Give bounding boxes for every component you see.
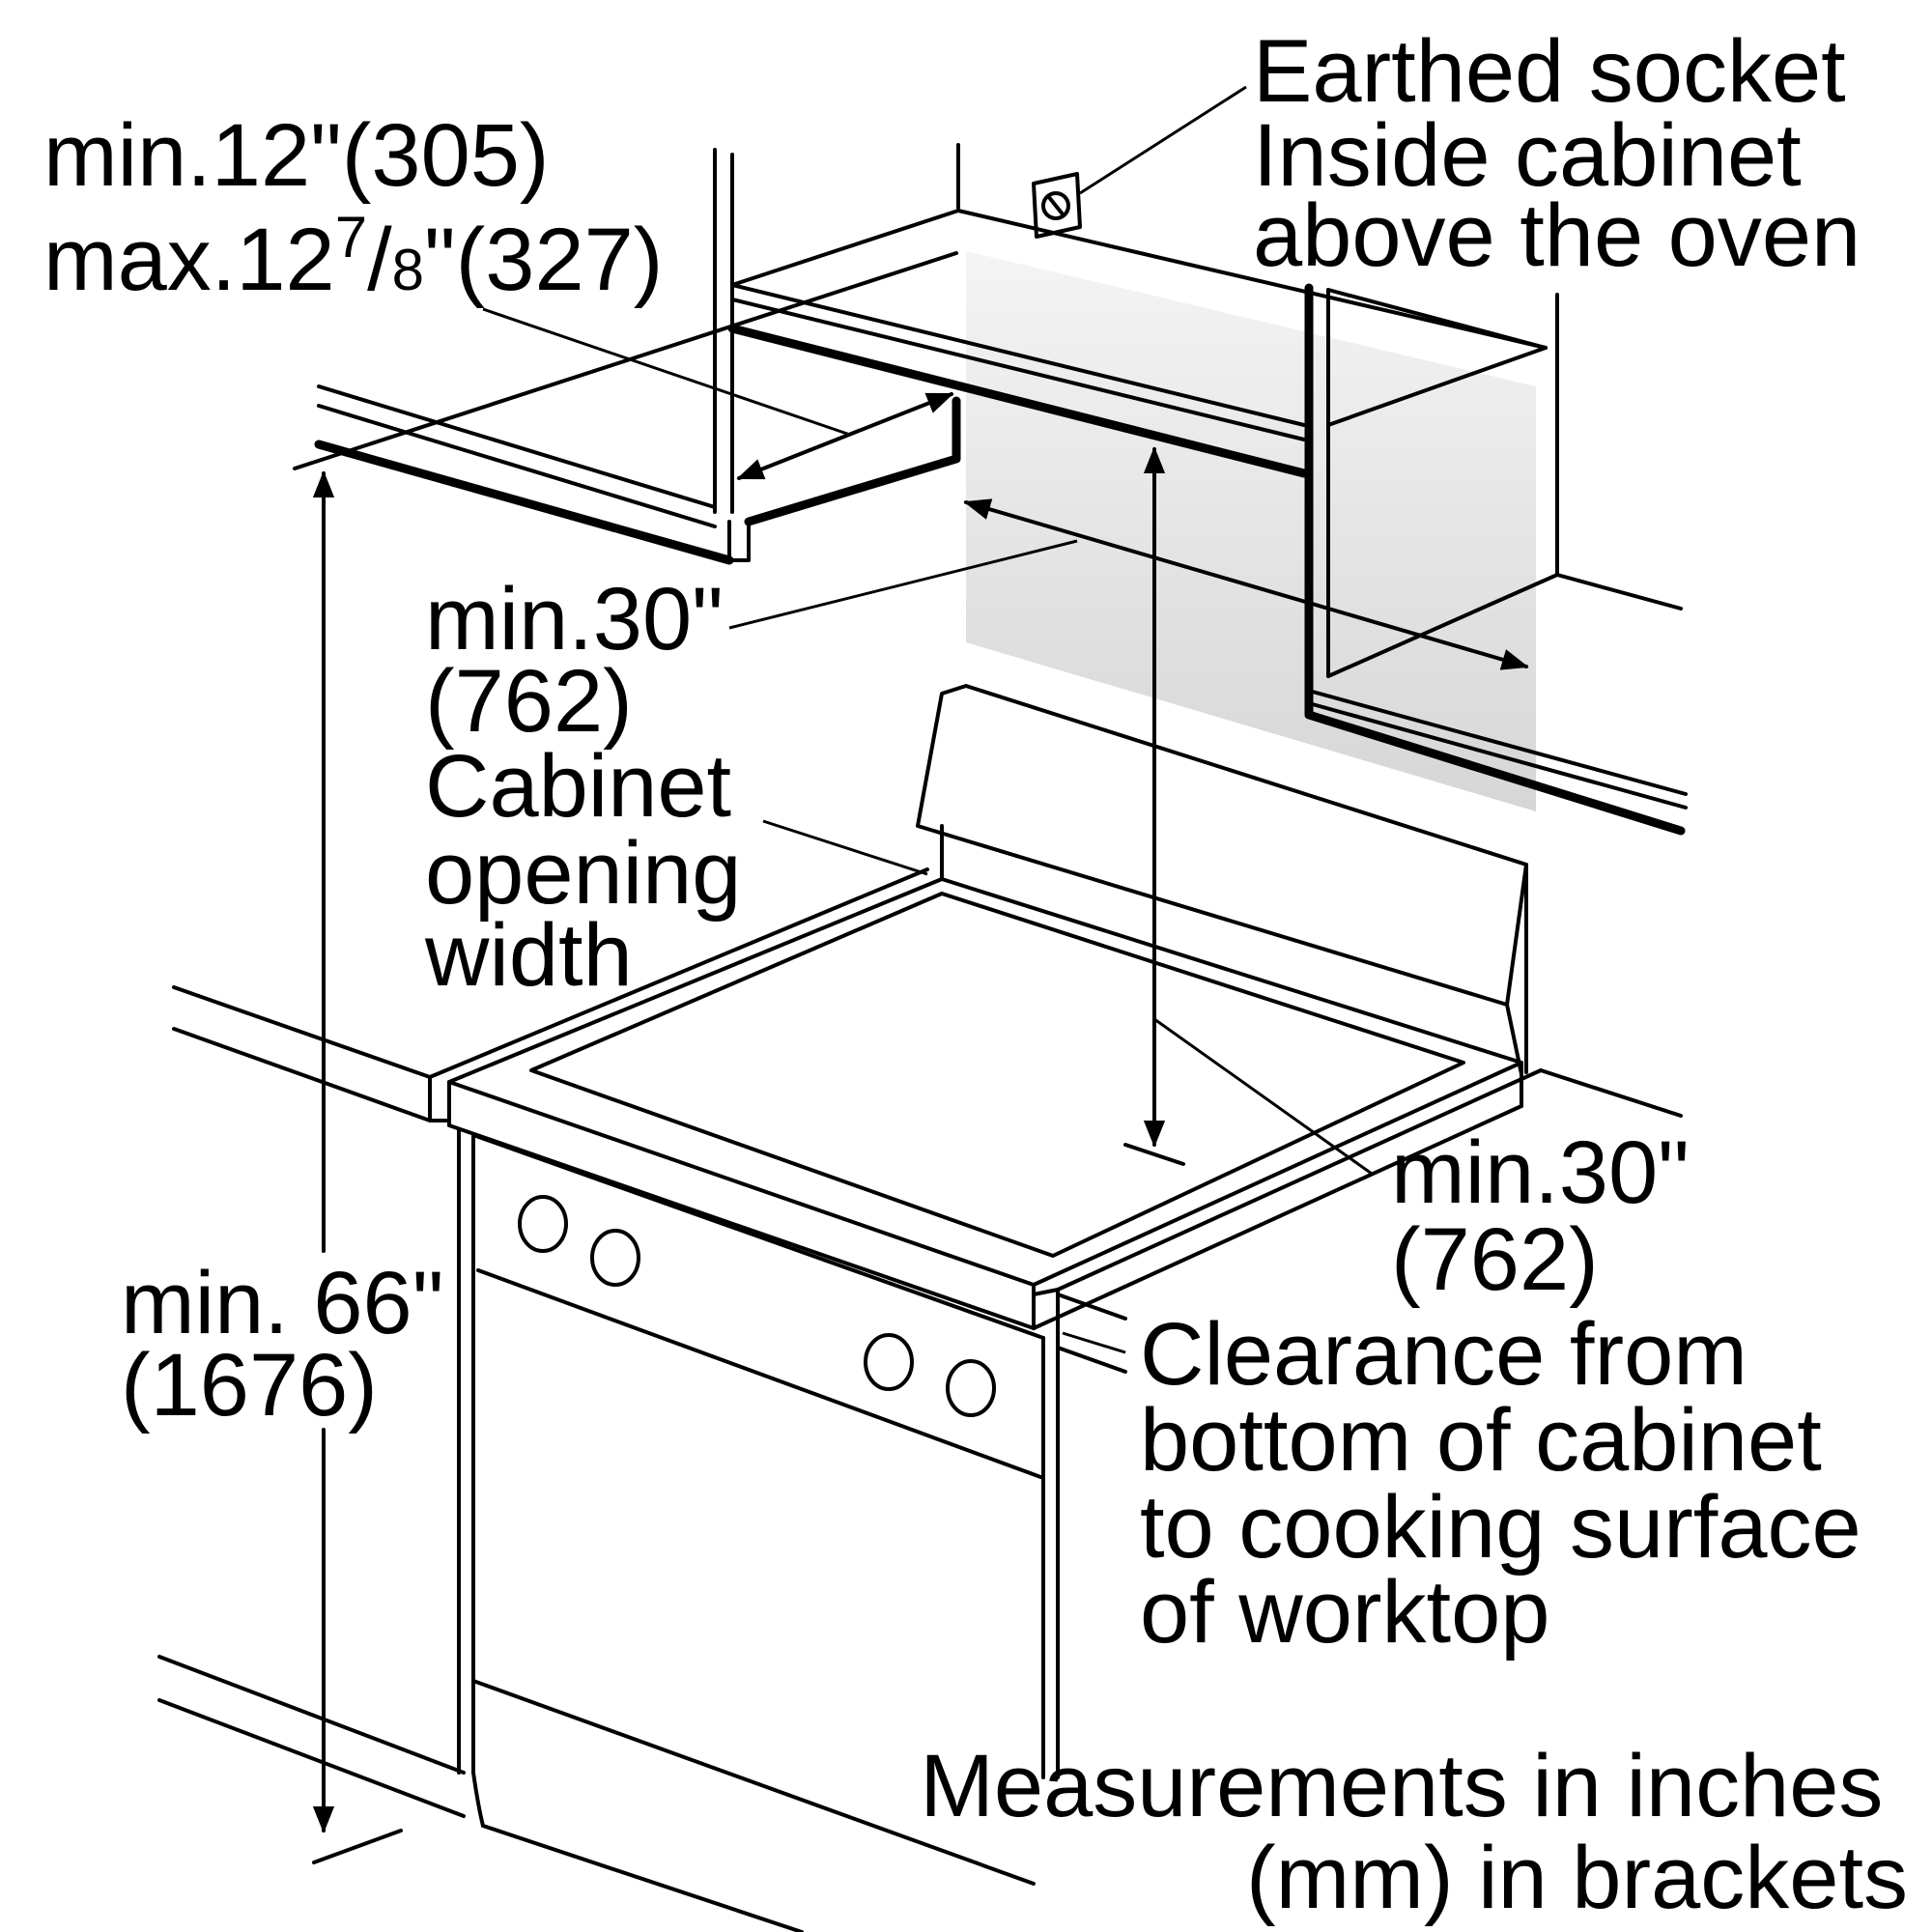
clearance-desc-line-2: bottom of cabinet bbox=[1140, 1391, 1822, 1490]
depth-max-suffix: "(327) bbox=[424, 211, 663, 309]
socket-leader-line bbox=[1079, 85, 1247, 195]
clearance-leader-line bbox=[1153, 1017, 1373, 1176]
depth-leader-line bbox=[482, 307, 851, 437]
opening-leader-line bbox=[762, 819, 928, 876]
depth-min-text: min.12"(305) bbox=[43, 106, 550, 205]
width-leader-line bbox=[728, 539, 1078, 630]
left-wall-cabinet bbox=[293, 251, 961, 565]
width-mm-text: (762) bbox=[425, 652, 633, 751]
earthed-socket-icon bbox=[1032, 172, 1082, 239]
depth-dimension-arrow bbox=[736, 392, 954, 480]
knob-3 bbox=[864, 1333, 914, 1391]
clearance-mm-text: (762) bbox=[1391, 1210, 1599, 1309]
clearance-value-label: min.30" (762) bbox=[1391, 1123, 1714, 1309]
units-note-line-2: (mm) in brackets bbox=[1246, 1829, 1908, 1927]
clearance-in-text: min.30" bbox=[1391, 1123, 1690, 1222]
height-label: min. 66" (1676) bbox=[121, 1254, 469, 1435]
socket-line-3: above the oven bbox=[1253, 186, 1861, 285]
units-note-line-1: Measurements in inches bbox=[920, 1737, 1883, 1835]
depth-max-sub: 8 bbox=[392, 238, 424, 302]
width-label: min.30" (762) bbox=[425, 570, 748, 751]
height-floor-mark bbox=[312, 1829, 403, 1864]
clearance-description: Clearance from bottom of cabinet to cook… bbox=[1140, 1305, 1886, 1662]
depth-max-prefix: max.12 bbox=[43, 211, 335, 309]
cabinet-opening-line-2: opening bbox=[425, 824, 741, 923]
depth-label: min.12"(305) bbox=[43, 106, 550, 205]
cabinet-opening-label: Cabinet opening width bbox=[424, 737, 766, 1005]
units-note: Measurements in inches (mm) in brackets bbox=[920, 1737, 1908, 1927]
cabinet-opening-line-3: width bbox=[424, 906, 633, 1005]
clearance-surface-mark bbox=[1123, 1143, 1185, 1166]
knob-2 bbox=[590, 1229, 640, 1287]
range-oven bbox=[447, 684, 1528, 1932]
cabinet-opening-line-1: Cabinet bbox=[425, 737, 731, 836]
depth-max-slash: / bbox=[367, 211, 392, 309]
countertops bbox=[157, 867, 1683, 1818]
width-dimension-arrow bbox=[963, 498, 1529, 670]
width-in-text: min.30" bbox=[425, 570, 724, 668]
socket-label: Earthed socket Inside cabinet above the … bbox=[1253, 22, 1870, 285]
depth-max-sup: 7 bbox=[335, 205, 367, 270]
knob-1 bbox=[518, 1195, 568, 1253]
clearance-desc-line-3: to cooking surface bbox=[1140, 1478, 1861, 1577]
socket-line-2: Inside cabinet bbox=[1253, 106, 1802, 205]
clearance-desc-line-4: of worktop bbox=[1140, 1563, 1549, 1662]
clearance-desc-line-1: Clearance from bbox=[1140, 1305, 1747, 1404]
knob-4 bbox=[946, 1359, 996, 1417]
depth-max-label: max.127/8"(327) bbox=[43, 205, 663, 309]
wall-shading bbox=[966, 251, 1536, 811]
clearance-text-leader bbox=[1062, 1331, 1126, 1354]
socket-line-1: Earthed socket bbox=[1253, 22, 1846, 121]
height-in-text: min. 66" bbox=[121, 1254, 443, 1352]
height-mm-text: (1676) bbox=[121, 1336, 378, 1435]
